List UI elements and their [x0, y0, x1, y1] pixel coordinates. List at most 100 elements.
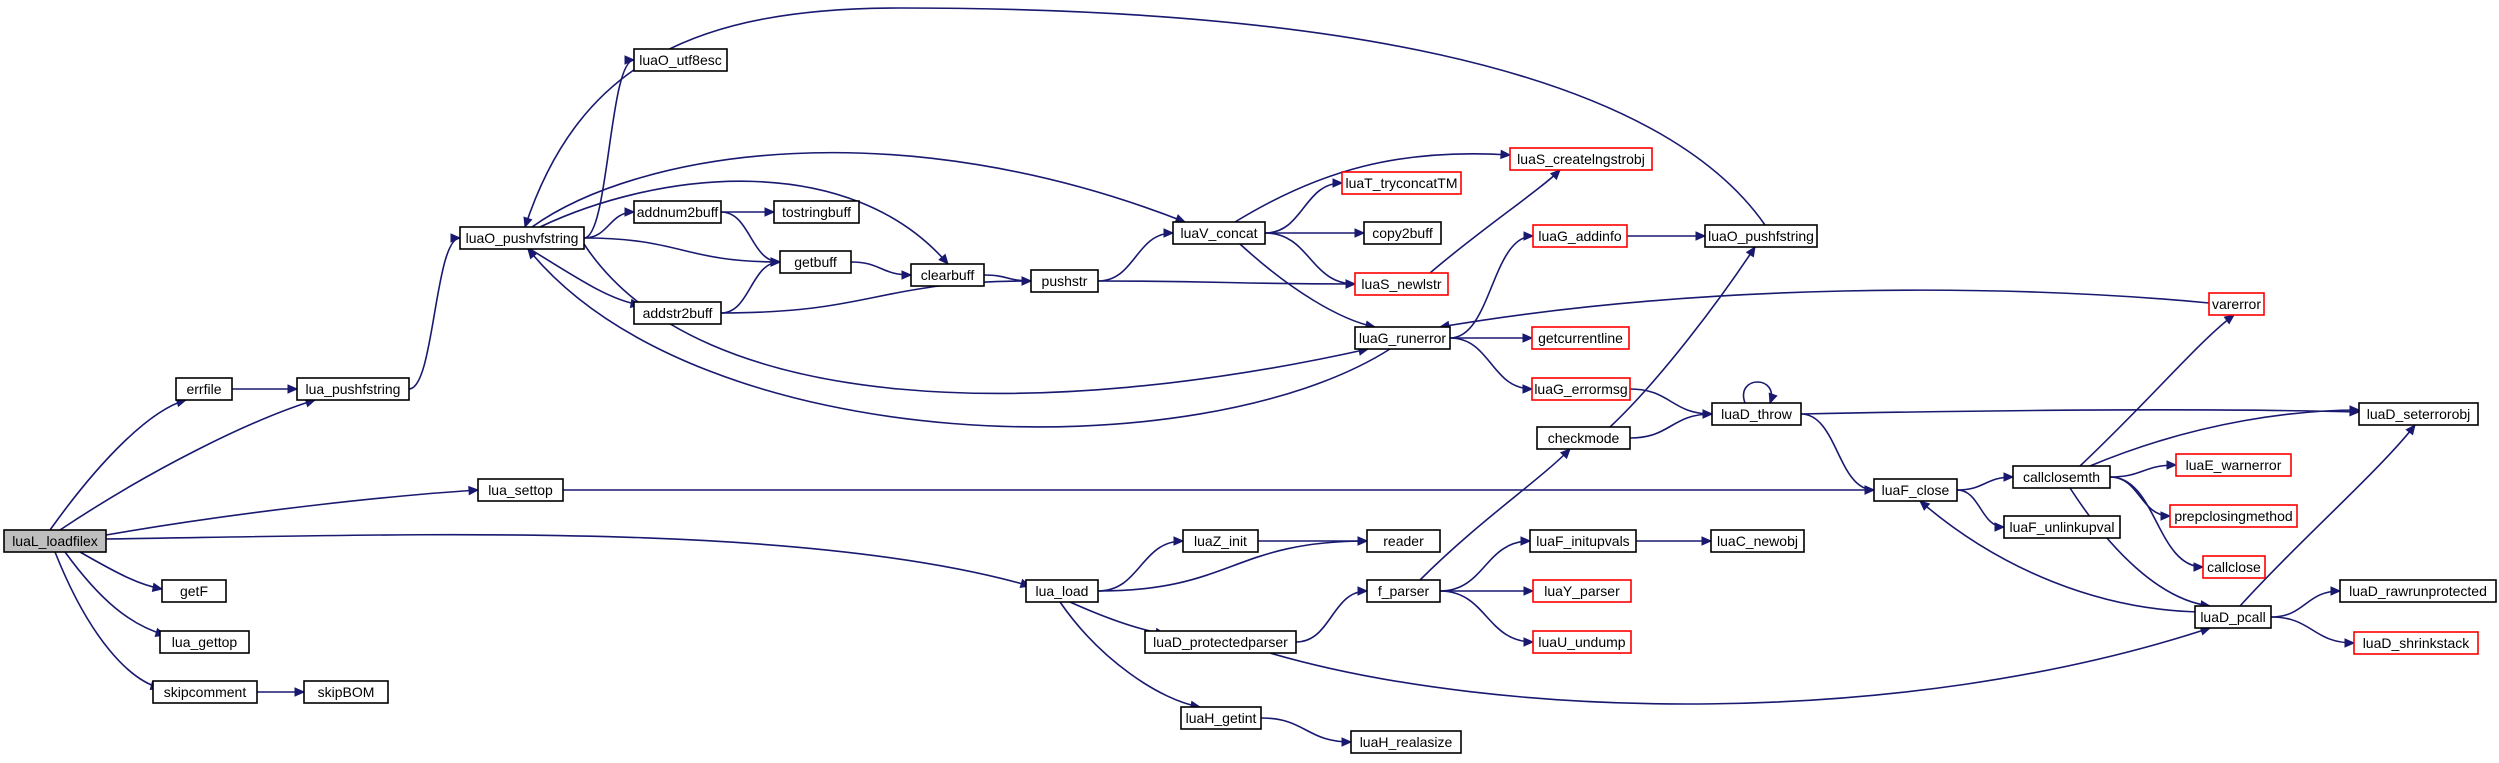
node-skipcomment[interactable]: skipcomment	[152, 680, 258, 704]
node-callclose[interactable]: callclose	[2202, 555, 2266, 579]
node-copy2buff[interactable]: copy2buff	[1363, 221, 1442, 245]
edge-arrowhead	[2193, 562, 2205, 572]
edge-luaL_loadfilex-to-getF	[79, 551, 163, 590]
node-getbuff[interactable]: getbuff	[779, 250, 852, 274]
node-luaD_rawrunprotected[interactable]: luaD_rawrunprotected	[2339, 579, 2497, 603]
node-luaC_newobj[interactable]: luaC_newobj	[1710, 529, 1805, 553]
node-luaD_protectedparser[interactable]: luaD_protectedparser	[1144, 630, 1297, 654]
node-luaG_errormsg[interactable]: luaG_errormsg	[1531, 377, 1631, 401]
node-luaS_createlngstrobj[interactable]: luaS_createlngstrobj	[1509, 147, 1653, 171]
node-luaS_newlstr[interactable]: luaS_newlstr	[1354, 272, 1449, 296]
node-luaG_addinfo[interactable]: luaG_addinfo	[1532, 224, 1628, 248]
node-checkmode[interactable]: checkmode	[1536, 426, 1631, 450]
edge-pushstr-to-luaV_concat	[1097, 232, 1174, 282]
node-tostringbuff[interactable]: tostringbuff	[773, 200, 860, 224]
node-prepclosingmethod[interactable]: prepclosingmethod	[2169, 504, 2298, 528]
node-box	[1030, 269, 1099, 293]
node-label: lua_pushfstring	[306, 381, 401, 397]
node-luaH_getint[interactable]: luaH_getint	[1180, 706, 1262, 730]
node-luaF_unlinkupval[interactable]: luaF_unlinkupval	[2003, 515, 2121, 539]
edge-arrowhead	[1500, 149, 1512, 160]
node-luaO_pushfstring[interactable]: luaO_pushfstring	[1704, 224, 1818, 248]
node-label: luaT_tryconcatTM	[1345, 175, 1457, 191]
node-label: lua_load	[1036, 583, 1089, 599]
edge-arrowhead	[1523, 231, 1535, 241]
node-box	[1536, 426, 1631, 450]
node-callclosemth[interactable]: callclosemth	[2012, 465, 2111, 489]
node-box	[633, 48, 728, 72]
node-getF[interactable]: getF	[161, 579, 227, 603]
node-box	[1873, 478, 1958, 502]
node-addstr2buff[interactable]: addstr2buff	[633, 301, 722, 325]
node-lua_load[interactable]: lua_load	[1025, 579, 1099, 603]
node-luaY_parser[interactable]: luaY_parser	[1532, 579, 1632, 603]
node-label: errfile	[186, 381, 221, 397]
node-box	[1704, 224, 1818, 248]
edge-arrowhead	[901, 270, 913, 280]
node-luaO_pushvfstring[interactable]: luaO_pushvfstring	[459, 226, 585, 250]
node-luaT_tryconcatTM[interactable]: luaT_tryconcatTM	[1341, 171, 1462, 195]
node-label: luaO_pushvfstring	[466, 230, 579, 246]
node-box	[773, 200, 860, 224]
node-box	[152, 680, 258, 704]
node-addnum2buff[interactable]: addnum2buff	[633, 200, 722, 224]
node-luaD_shrinkstack[interactable]: luaD_shrinkstack	[2353, 631, 2479, 655]
edge-arrowhead	[2160, 511, 2172, 521]
node-luaU_undump[interactable]: luaU_undump	[1532, 630, 1632, 654]
edge-luaV_concat-to-luaG_runerror	[1239, 243, 1376, 328]
node-label: addnum2buff	[637, 204, 719, 220]
node-label: luaG_errormsg	[1534, 381, 1627, 397]
edge-lua_load-to-luaD_protectedparser	[1069, 601, 1166, 635]
node-label: skipcomment	[164, 684, 247, 700]
node-luaZ_init[interactable]: luaZ_init	[1182, 529, 1259, 553]
node-luaD_throw[interactable]: luaD_throw	[1711, 402, 1802, 426]
node-lua_pushfstring[interactable]: lua_pushfstring	[296, 377, 410, 401]
node-label: luaZ_init	[1194, 533, 1247, 549]
node-label: callclose	[2207, 559, 2261, 575]
node-luaD_seterrorobj[interactable]: luaD_seterrorobj	[2358, 402, 2479, 426]
edge-luaO_pushvfstring-to-addnum2buff	[583, 211, 635, 239]
edge-luaG_runerror-to-luaO_pushvfstring	[527, 248, 1391, 428]
edge-arrowhead	[2405, 424, 2416, 436]
node-errfile[interactable]: errfile	[175, 377, 233, 401]
node-luaF_initupvals[interactable]: luaF_initupvals	[1529, 529, 1637, 553]
node-luaG_runerror[interactable]: luaG_runerror	[1354, 326, 1451, 350]
node-label: checkmode	[1548, 430, 1620, 446]
node-luaH_realasize[interactable]: luaH_realasize	[1350, 730, 1462, 754]
node-luaE_warnerror[interactable]: luaE_warnerror	[2175, 453, 2292, 477]
node-luaD_pcall[interactable]: luaD_pcall	[2194, 605, 2272, 629]
edge-arrowhead	[1549, 169, 1561, 181]
node-box	[2339, 579, 2497, 603]
edge-arrowhead	[764, 207, 776, 217]
edge-arrowhead	[1357, 586, 1369, 596]
edge-luaL_loadfilex-to-lua_load	[105, 533, 1031, 587]
edge-luaD_pcall-to-luaD_seterrorobj	[2239, 424, 2416, 607]
edge-arrowhead	[2223, 314, 2235, 325]
edge-luaH_getint-to-luaH_realasize	[1260, 717, 1352, 743]
node-box	[1532, 579, 1632, 603]
edge-callclosemth-to-luaD_seterrorobj	[2089, 409, 2360, 467]
node-lua_settop[interactable]: lua_settop	[477, 478, 564, 502]
node-getcurrentline[interactable]: getcurrentline	[1531, 326, 1630, 350]
node-f_parser[interactable]: f_parser	[1366, 579, 1441, 603]
node-lua_gettop[interactable]: lua_gettop	[159, 630, 250, 654]
node-pushstr[interactable]: pushstr	[1030, 269, 1099, 293]
node-clearbuff[interactable]: clearbuff	[910, 263, 985, 287]
node-box	[2202, 555, 2266, 579]
node-label: lua_settop	[488, 482, 553, 498]
node-box	[1172, 221, 1266, 245]
node-label: getF	[180, 583, 208, 599]
node-luaV_concat[interactable]: luaV_concat	[1172, 221, 1266, 245]
node-luaF_close[interactable]: luaF_close	[1873, 478, 1958, 502]
edge-arrowhead	[2003, 472, 2015, 482]
node-varerror[interactable]: varerror	[2208, 292, 2265, 316]
node-reader[interactable]: reader	[1366, 529, 1441, 553]
edge-luaS_newlstr-to-luaS_createlngstrobj	[1429, 169, 1561, 274]
node-skipBOM[interactable]: skipBOM	[303, 680, 389, 704]
edge-arrowhead	[2349, 405, 2361, 415]
edge-arrowhead	[523, 216, 533, 229]
node-box	[159, 630, 250, 654]
node-luaO_utf8esc[interactable]: luaO_utf8esc	[633, 48, 728, 72]
node-luaL_loadfilex[interactable]: luaL_loadfilex	[3, 529, 107, 553]
edge-luaV_concat-to-luaT_tryconcatTM	[1264, 182, 1343, 234]
